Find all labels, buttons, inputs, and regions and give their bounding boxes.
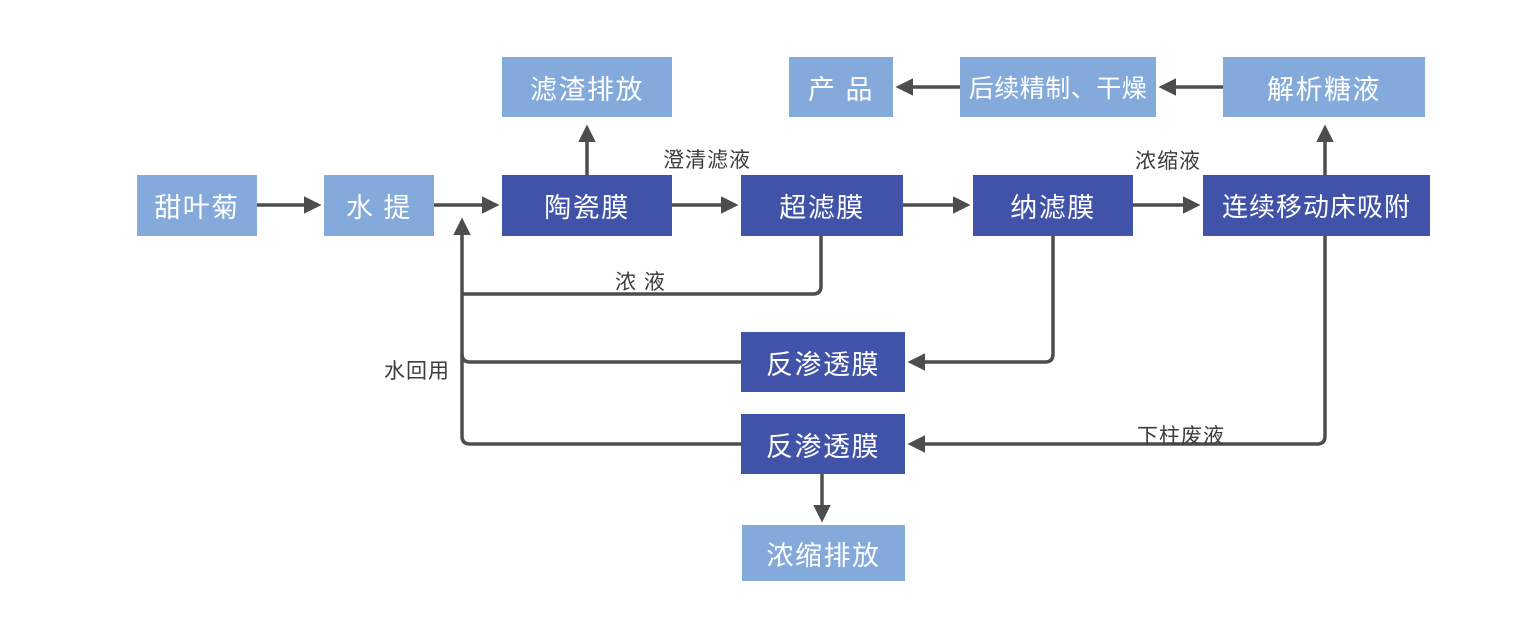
node-water-extraction: 水 提 [324,175,434,236]
node-residue-discharge: 滤渣排放 [502,57,672,117]
line-reverse-osmosis-1-water-reuse [460,353,741,364]
edge-label-water-reuse: 水回用 [384,360,450,383]
node-ultrafiltration-membrane: 超滤膜 [741,175,903,236]
arrow-nanofiltration-to-reverse-osmosis-1 [907,236,1055,371]
arrow-water-reuse-to-water-extraction [453,217,741,446]
node-nanofiltration-membrane: 纳滤膜 [973,175,1133,236]
node-moving-bed-adsorption: 连续移动床吸附 [1203,175,1430,236]
node-stevia: 甜叶菊 [137,175,257,236]
node-concentrate-discharge: 浓缩排放 [742,525,905,581]
edge-label-concentrated-liquid: 浓缩液 [1135,150,1201,173]
edge-label-clarified-filtrate: 澄清滤液 [663,149,751,172]
edge-label-concentrate: 浓 液 [615,271,666,294]
node-refining-drying: 后续精制、干燥 [960,57,1156,117]
node-desorbed-sugar-liquid: 解析糖液 [1223,57,1425,117]
line-ultrafiltration-concentrate-return [462,236,823,296]
node-ceramic-membrane: 陶瓷膜 [502,175,672,236]
node-product: 产 品 [789,57,893,117]
node-reverse-osmosis-2: 反渗透膜 [741,414,905,474]
edge-label-column-waste-liquid: 下柱废液 [1137,425,1225,448]
node-reverse-osmosis-1: 反渗透膜 [741,332,905,392]
arrow-adsorption-to-reverse-osmosis-2 [907,236,1327,453]
